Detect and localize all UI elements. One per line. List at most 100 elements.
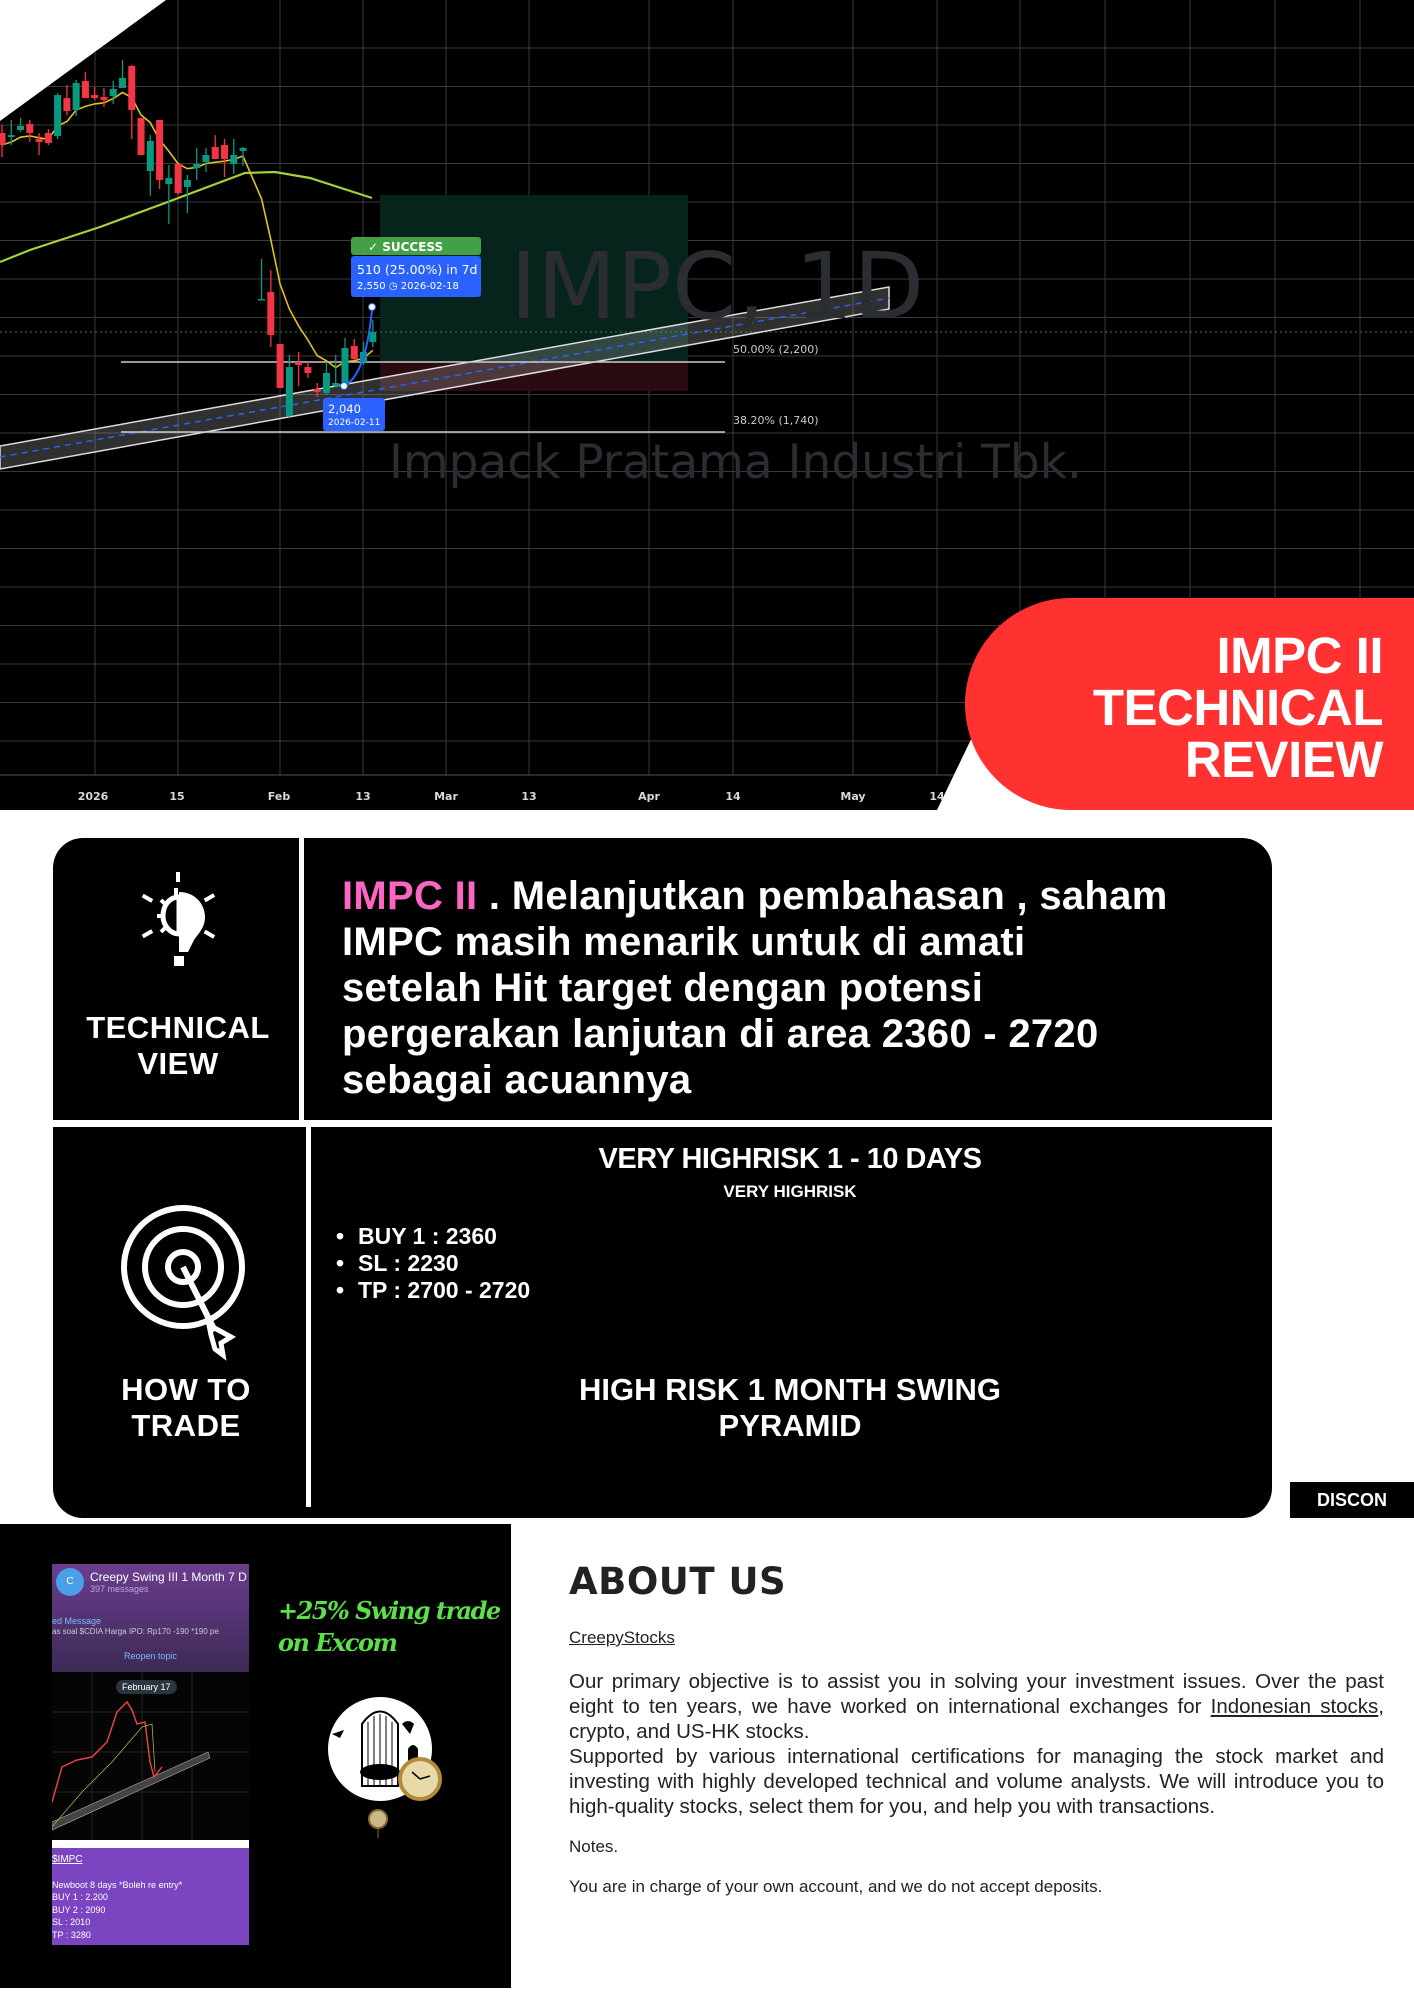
trade-bullet: TP : 2700 - 2720 [336,1277,530,1304]
candles [0,60,377,419]
about-paragraph: Our primary objective is to assist you i… [569,1670,1384,1743]
candle [0,132,6,145]
trade-subtitle: VERY HIGHRISK [723,1182,857,1201]
group-name: Creepy Swing III 1 Month 7 D [90,1570,247,1584]
candle [267,291,275,336]
candle [285,367,293,417]
move-arrow [343,309,373,387]
disclaimer: You are in charge of your own account, a… [569,1877,1103,1896]
candle [174,163,182,194]
column-divider [306,1127,311,1507]
candle [304,367,312,373]
pinned-text: as soal $CDIA Harga IPO: Rp170 -190 *190… [52,1627,219,1636]
candle [72,83,80,110]
title-banner: IMPC II TECHNICAL REVIEW [965,598,1414,810]
candle [137,118,145,156]
candle [44,132,52,143]
candle [63,98,71,112]
ma-slow-line [0,170,373,264]
candle [239,148,247,152]
notes-label: Notes. [569,1837,619,1856]
analysis-line: IMPC masih menarik untuk di amati [342,920,1026,964]
pinned-label: ed Message [52,1616,102,1626]
candle [109,88,117,96]
entry-box [323,398,385,431]
result-box [351,256,481,297]
candle [211,146,219,159]
creepystocks-link[interactable]: CreepyStocks [569,1628,675,1647]
candle [295,362,303,366]
message-count: 397 messages [90,1584,149,1594]
banner-line: TECHNICAL [1092,679,1384,736]
exit-point [368,303,376,311]
candle [146,141,154,171]
chart-canvas: IMPC, 1D Impack Pratama Industri Tbk. 50… [0,0,1414,776]
x-tick-label: 13 [521,790,537,803]
candle [91,95,99,99]
ma-fast-line [1,91,374,369]
discon-badge: DISCON [1290,1482,1414,1518]
candle [81,81,89,99]
indonesian-stocks-link[interactable]: Indonesian stocks [1210,1695,1379,1718]
column-divider [299,838,304,1120]
promo-headline: +25% Swing trade [278,1596,501,1625]
candle [35,139,43,143]
telegram-screenshot: C Creepy Swing III 1 Month 7 D 397 messa… [52,1564,249,1945]
chat-avatar: C [56,1568,84,1596]
date-chip: February 17 [116,1680,177,1694]
msg-line: SL : 2010 [52,1917,91,1927]
trend-channel-mid [0,297,890,458]
watermark-name: Impack Pratama Industri Tbk. [389,435,1082,490]
result-detail: 2,550 ◷ 2026-02-18 [357,281,459,292]
promo-panel: C Creepy Swing III 1 Month 7 D 397 messa… [0,1524,511,1988]
banner-line: REVIEW [1184,731,1384,788]
x-tick-label: Feb [267,790,291,803]
candle [128,65,136,110]
x-tick-label: 15 [169,790,185,803]
target-icon [121,1205,245,1361]
about-title: ABOUT US [569,1560,787,1603]
x-tick-label: 14 [725,790,741,803]
lightbulb-icon [141,872,216,966]
price-chart: IMPC, 1D Impack Pratama Industri Tbk. 50… [0,0,1414,810]
banner-line: IMPC II [1216,627,1383,684]
ticker-link[interactable]: $IMPC [52,1854,83,1865]
analysis-line: IMPC II . Melanjutkan pembahasan , saham [342,874,1168,918]
watermark-ticker: IMPC, 1D [510,233,924,340]
trade-bullet: SL : 2230 [336,1250,459,1277]
result-line: 510 (25.00%) in 7d [357,262,477,277]
candle [165,177,173,185]
candle [220,144,228,159]
msg-line: BUY 1 : 2.200 [52,1892,108,1902]
entry-price: 2,040 [328,402,361,416]
candle [313,388,321,392]
msg-line: Newboot 8 days *Boleh re entry* [52,1879,183,1890]
analysis-line: setelah Hit target dengan potensi [342,966,984,1010]
reopen-topic-button[interactable]: Reopen topic [123,1651,178,1661]
candle [100,97,108,101]
analysis-line: pergerakan lanjutan di area 2360 - 2720 [342,1012,1099,1056]
entry-point [340,382,348,390]
fib-382-label: 38.20% (1,740) [733,414,819,427]
candle [350,346,358,359]
entry-date: 2026-02-11 [328,418,380,428]
about-paragraph: Supported by various international certi… [569,1745,1384,1818]
candle [341,347,349,387]
msg-line: BUY 2 : 2090 [52,1904,106,1915]
fib-50-label: 50.00% (2,200) [733,343,819,356]
candle [119,77,127,89]
x-tick-label: 13 [355,790,371,803]
candle [332,383,340,387]
candle [322,372,330,394]
candle [258,298,266,301]
candle [7,135,15,138]
x-tick-label: Mar [434,790,458,803]
candle [369,332,377,343]
candle [54,95,62,136]
candle [26,123,34,133]
stop-zone [380,362,688,391]
analysis-line: sebagai acuannya [342,1058,692,1102]
